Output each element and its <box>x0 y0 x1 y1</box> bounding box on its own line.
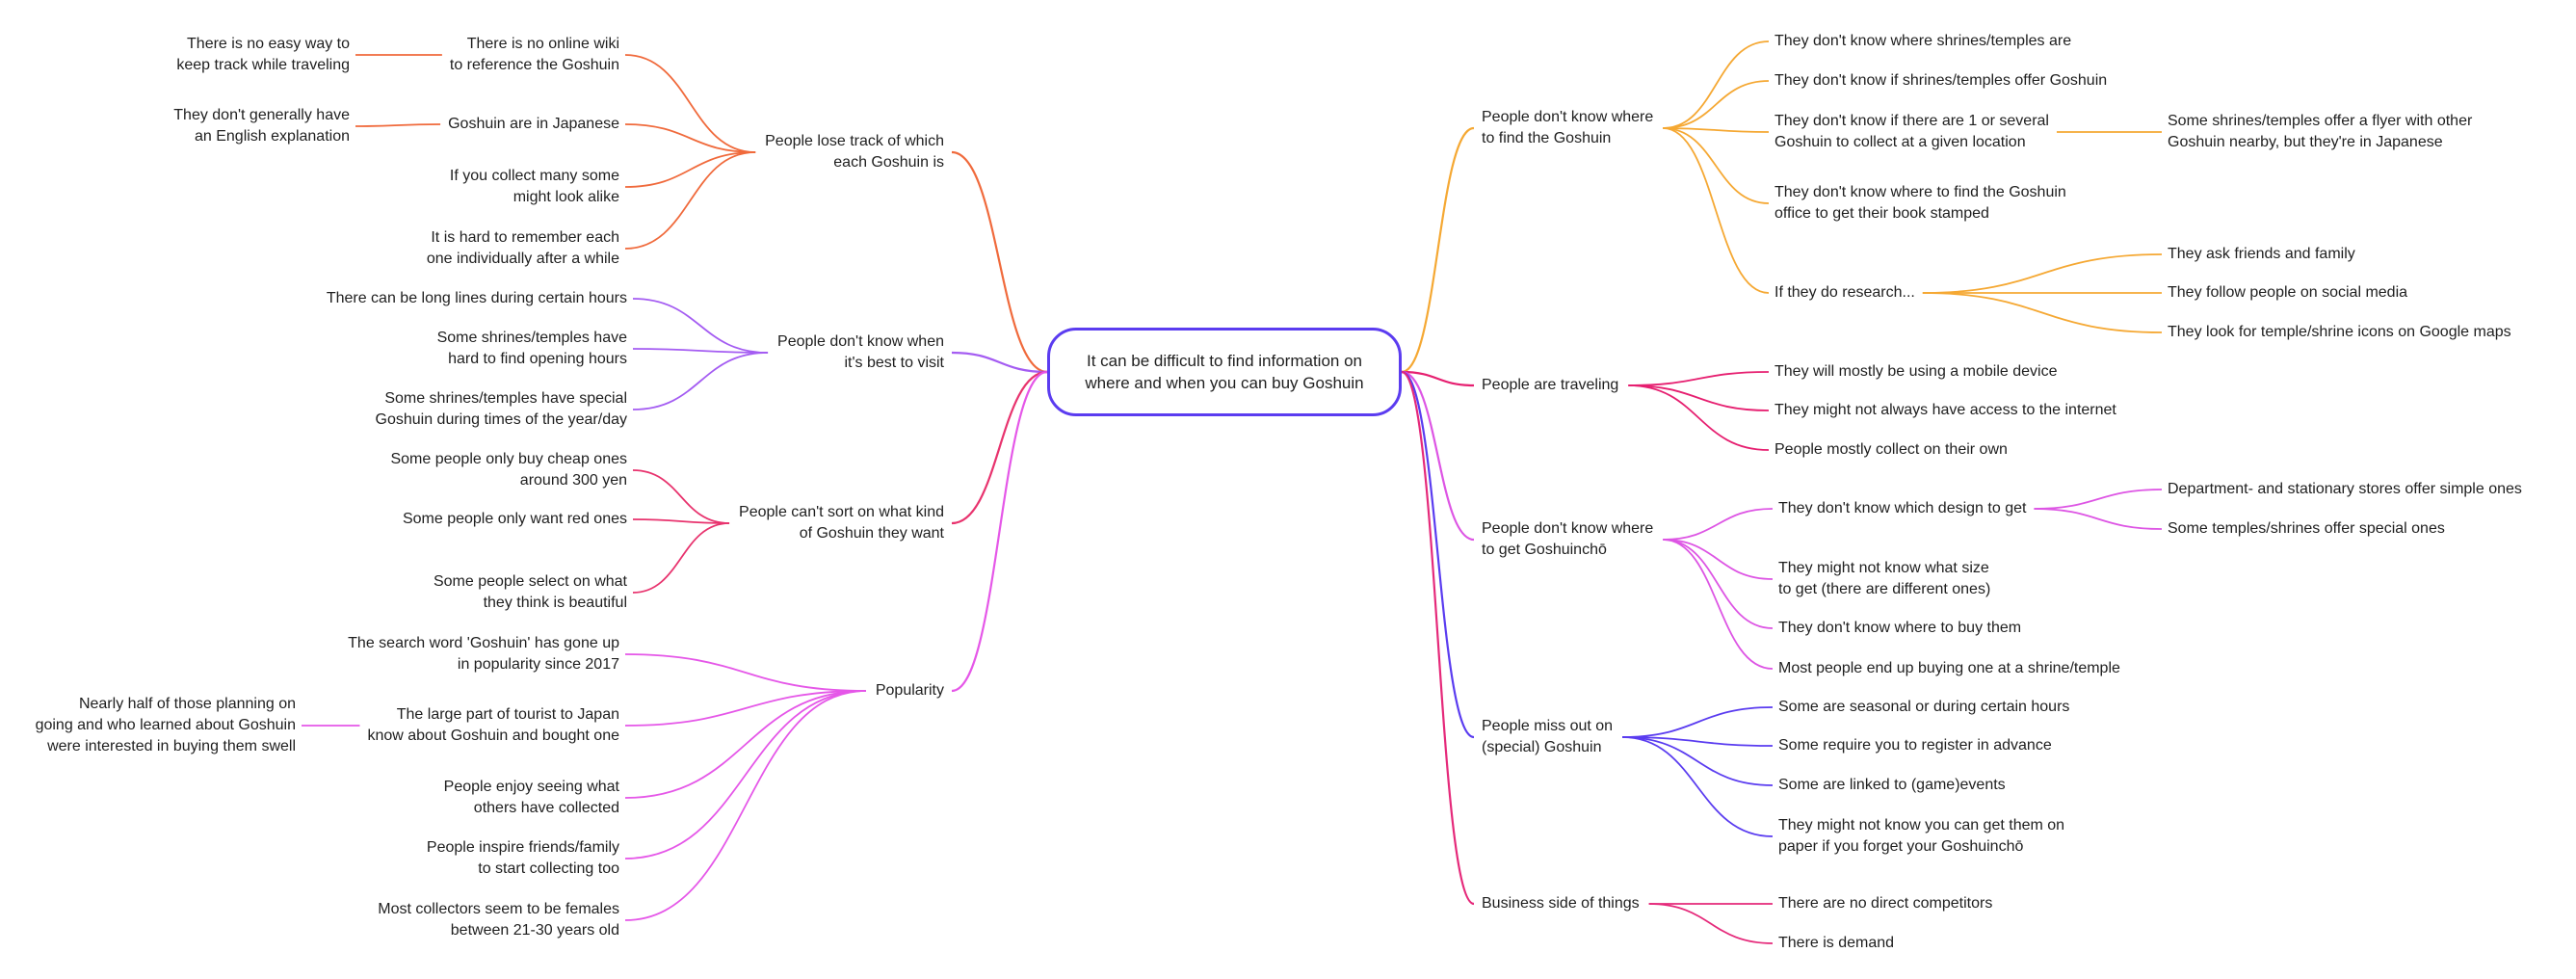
topic-depth-3[interactable]: Some shrines/temples offer a flyer with … <box>2168 113 2473 150</box>
topic-depth-3[interactable]: They follow people on social media <box>2168 284 2408 301</box>
topic-depth-2[interactable]: People mostly collect on their own <box>1774 441 2008 458</box>
topic-depth-3[interactable]: They ask friends and family <box>2168 246 2355 262</box>
topic-depth-3[interactable]: Department- and stationary stores offer … <box>2168 481 2522 497</box>
branch-lose-track[interactable]: People lose track of which each Goshuin … <box>765 133 944 171</box>
branch-connector-business <box>1401 370 1475 906</box>
topic-depth-2[interactable]: Some people only buy cheap ones around 3… <box>390 451 627 489</box>
connector-depth-2 <box>1628 384 1770 451</box>
topic-depth-2[interactable]: Some people only want red ones <box>402 511 627 527</box>
connector-depth-2 <box>1663 127 1770 204</box>
connector-depth-2 <box>1648 903 1774 944</box>
topic-depth-2[interactable]: They will mostly be using a mobile devic… <box>1774 363 2058 380</box>
connector-depth-3 <box>1922 292 2163 333</box>
topic-depth-3[interactable]: Some temples/shrines offer special ones <box>2168 520 2445 537</box>
connector-depth-2 <box>1663 80 1770 129</box>
topic-depth-2[interactable]: The search word 'Goshuin' has gone up in… <box>348 635 619 673</box>
connector-depth-3 <box>2034 508 2163 530</box>
topic-depth-2[interactable]: They don't know where to find the Goshui… <box>1774 184 2066 222</box>
connector-depth-2 <box>624 653 866 692</box>
connector-depth-2 <box>632 522 730 594</box>
topic-depth-2[interactable]: They don't know which design to get <box>1778 500 2027 516</box>
connector-depth-2 <box>1663 127 1770 294</box>
topic-depth-3[interactable]: They don't generally have an English exp… <box>173 107 350 145</box>
topic-depth-2[interactable]: If they do research... <box>1774 284 1915 301</box>
topic-depth-2[interactable]: Most collectors seem to be females betwe… <box>378 901 619 939</box>
topic-depth-2[interactable]: They don't know if shrines/temples offer… <box>1774 72 2108 89</box>
topic-depth-2[interactable]: There is demand <box>1778 935 1895 951</box>
connector-depth-3 <box>2034 489 2163 510</box>
topic-depth-2[interactable]: Some people select on what they think is… <box>433 573 627 611</box>
connector-depth-2 <box>624 690 866 799</box>
connector-depth-2 <box>1663 127 1770 133</box>
central-topic[interactable]: It can be difficult to find information … <box>1047 328 1402 416</box>
topic-depth-2[interactable]: Some shrines/temples have hard to find o… <box>436 330 627 367</box>
connector-depth-2 <box>1663 508 1774 541</box>
topic-depth-2[interactable]: It is hard to remember each one individu… <box>426 229 619 267</box>
branch-connector-popularity <box>951 370 1048 693</box>
topic-depth-2[interactable]: They might not always have access to the… <box>1774 402 2116 418</box>
connector-depth-2 <box>624 151 756 188</box>
connector-depth-2 <box>632 352 769 410</box>
connector-depth-2 <box>632 518 730 524</box>
topic-depth-2[interactable]: There are no direct competitors <box>1778 895 1993 912</box>
branch-popularity[interactable]: Popularity <box>875 682 944 699</box>
branch-connector-cant-sort <box>951 370 1048 525</box>
topic-depth-2[interactable]: People inspire friends/family to start c… <box>426 839 619 877</box>
connector-depth-2 <box>1622 736 1774 786</box>
topic-depth-2[interactable]: Some are linked to (game)events <box>1778 777 2006 793</box>
connector-depth-2 <box>624 151 756 250</box>
branch-traveling[interactable]: People are traveling <box>1482 377 1619 393</box>
connector-depth-2 <box>1622 736 1774 747</box>
connector-depth-2 <box>1663 539 1774 580</box>
topic-depth-2[interactable]: There is no online wiki to reference the… <box>449 36 619 73</box>
branch-connector-traveling <box>1401 370 1475 387</box>
connector-depth-3 <box>1922 253 2163 294</box>
connector-depth-2 <box>1622 736 1774 837</box>
connector-depth-2 <box>624 123 756 153</box>
branch-cant-sort[interactable]: People can't sort on what kind of Goshui… <box>739 504 944 542</box>
connector-depth-2 <box>1663 539 1774 670</box>
topic-depth-2[interactable]: If you collect many some might look alik… <box>449 168 619 205</box>
branch-miss-out[interactable]: People miss out on (special) Goshuin <box>1482 718 1614 755</box>
connector-depth-2 <box>1628 371 1770 386</box>
topic-depth-2[interactable]: They might not know what size to get (th… <box>1778 560 1991 597</box>
connector-depth-2 <box>1628 384 1770 411</box>
connector-depth-2 <box>1663 40 1770 129</box>
connector-depth-2 <box>624 690 866 921</box>
topic-depth-3[interactable]: There is no easy way to keep track while… <box>176 36 350 73</box>
topic-depth-3[interactable]: They look for temple/shrine icons on Goo… <box>2168 324 2511 340</box>
connector-depth-2 <box>624 54 756 153</box>
branch-connector-goshuincho <box>1401 370 1475 542</box>
branch-connector-lose-track <box>951 150 1048 374</box>
connector-depth-2 <box>632 298 769 354</box>
branch-connector-miss-out <box>1401 370 1475 739</box>
topic-depth-3[interactable]: Nearly half of those planning on going a… <box>35 696 296 754</box>
connector-depth-2 <box>632 348 769 354</box>
topic-depth-2[interactable]: They don't know where to buy them <box>1778 620 2022 636</box>
topic-depth-2[interactable]: The large part of tourist to Japan know … <box>367 706 619 744</box>
connector-depth-2 <box>1663 539 1774 629</box>
branch-connector-when-visit <box>951 351 1048 374</box>
topic-depth-2[interactable]: Some require you to register in advance <box>1778 737 2052 754</box>
branch-goshuincho[interactable]: People don't know where to get Goshuinch… <box>1482 520 1654 558</box>
branch-connector-find-goshuin <box>1401 126 1475 374</box>
topic-depth-2[interactable]: Some shrines/temples have special Goshui… <box>375 390 627 428</box>
topic-depth-2[interactable]: They don't know if there are 1 or severa… <box>1774 113 2049 150</box>
topic-depth-2[interactable]: Some are seasonal or during certain hour… <box>1778 699 2070 715</box>
connector-depth-2 <box>1622 706 1774 738</box>
connector-depth-2 <box>624 690 866 727</box>
branch-find-goshuin[interactable]: People don't know where to find the Gosh… <box>1482 109 1654 146</box>
topic-depth-2[interactable]: People enjoy seeing what others have col… <box>443 779 619 816</box>
topic-depth-2[interactable]: Goshuin are in Japanese <box>448 116 619 132</box>
topic-depth-2[interactable]: Most people end up buying one at a shrin… <box>1778 660 2120 676</box>
topic-depth-2[interactable]: They might not know you can get them on … <box>1778 817 2065 855</box>
connector-depth-3 <box>355 123 441 127</box>
connector-depth-2 <box>632 469 730 524</box>
topic-depth-2[interactable]: There can be long lines during certain h… <box>326 290 627 306</box>
connector-depth-2 <box>624 690 866 860</box>
topic-depth-2[interactable]: They don't know where shrines/temples ar… <box>1774 33 2072 49</box>
branch-business[interactable]: Business side of things <box>1482 895 1640 912</box>
branch-when-visit[interactable]: People don't know when it's best to visi… <box>777 333 944 371</box>
